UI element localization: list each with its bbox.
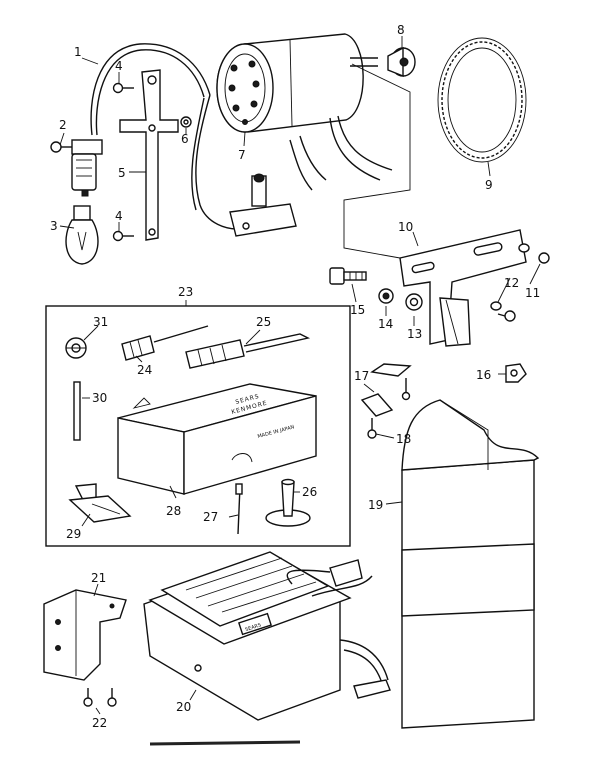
callout-numbers: 1 2 3 4 4 5 6 7 8 9 10 11 12 13 14 15 16…: [50, 23, 540, 730]
lamp-bracket: [119, 69, 179, 241]
callout-17: 17: [354, 369, 369, 383]
attachment-box: SEARS KENMORE MADE IN JAPAN: [117, 383, 317, 495]
callout-19: 19: [368, 498, 383, 512]
callout-5: 5: [118, 166, 126, 180]
foot-control: SEARS: [143, 551, 391, 721]
callout-20: 20: [176, 700, 191, 714]
mounting-bracket: [43, 589, 127, 681]
callout-15: 15: [350, 303, 365, 317]
callout-4-upper: 4: [115, 59, 123, 73]
alignment-lines: [343, 63, 411, 259]
callout-11: 11: [525, 286, 540, 300]
callout-13: 13: [407, 327, 422, 341]
callout-10: 10: [398, 220, 413, 234]
callout-21: 21: [91, 571, 106, 585]
callout-3: 3: [50, 219, 58, 233]
screw-part-11: [497, 252, 550, 322]
wire-terminal-block: [229, 173, 297, 237]
screwdriver-small: [121, 325, 209, 361]
bobbin: [65, 337, 87, 359]
light-cord: [90, 43, 211, 136]
callout-2: 2: [59, 118, 67, 132]
drive-belt: [437, 37, 527, 163]
screw-part-18: [367, 378, 411, 439]
callout-28: 28: [166, 504, 181, 518]
accessory-kit-frame: [45, 305, 351, 547]
screw-part-2: [50, 141, 72, 153]
leader-lines: [59, 36, 541, 715]
callout-14: 14: [378, 317, 393, 331]
motor-pulley: [387, 46, 416, 78]
washer-part-6: [180, 116, 192, 128]
motor: [216, 33, 393, 191]
motor-bracket: [399, 229, 527, 347]
light-bulb: [65, 205, 99, 265]
scan-edge: [149, 740, 301, 746]
callout-4-lower: 4: [115, 209, 123, 223]
callout-6: 6: [181, 132, 189, 146]
callout-8: 8: [397, 23, 405, 37]
presser-foot: [68, 483, 132, 523]
screw-part-4-upper: [112, 82, 134, 94]
screw-part-22: [83, 688, 117, 707]
callout-7: 7: [238, 148, 246, 162]
callout-31: 31: [93, 315, 108, 329]
washer-part-14: [378, 288, 394, 304]
callout-27: 27: [203, 510, 218, 524]
callout-16: 16: [476, 368, 491, 382]
callout-9: 9: [485, 178, 493, 192]
callout-30: 30: [92, 391, 107, 405]
screw-part-4-lower: [112, 230, 134, 242]
callout-12: 12: [504, 276, 519, 290]
callout-25: 25: [256, 315, 271, 329]
screwdriver-large: [185, 333, 311, 369]
needle: [235, 483, 243, 535]
callout-24: 24: [137, 363, 152, 377]
callout-18: 18: [396, 432, 411, 446]
bolt-part-15: [329, 267, 367, 285]
carrying-case: [401, 399, 540, 729]
spool-pin: [73, 381, 81, 441]
motor-wires: [191, 94, 247, 230]
callout-26: 26: [302, 485, 317, 499]
callout-22: 22: [92, 716, 107, 730]
lamp-socket: [71, 139, 103, 197]
callout-23: 23: [178, 285, 193, 299]
clamp-part-17: [360, 363, 412, 417]
spool-cap: [265, 478, 311, 527]
washer-part-13: [405, 293, 423, 311]
callout-29: 29: [66, 527, 81, 541]
washer-part-12: [490, 243, 530, 311]
callout-1: 1: [74, 45, 82, 59]
pedal-brand-text: SEARS: [245, 622, 262, 633]
nut-part-16: [505, 363, 527, 383]
